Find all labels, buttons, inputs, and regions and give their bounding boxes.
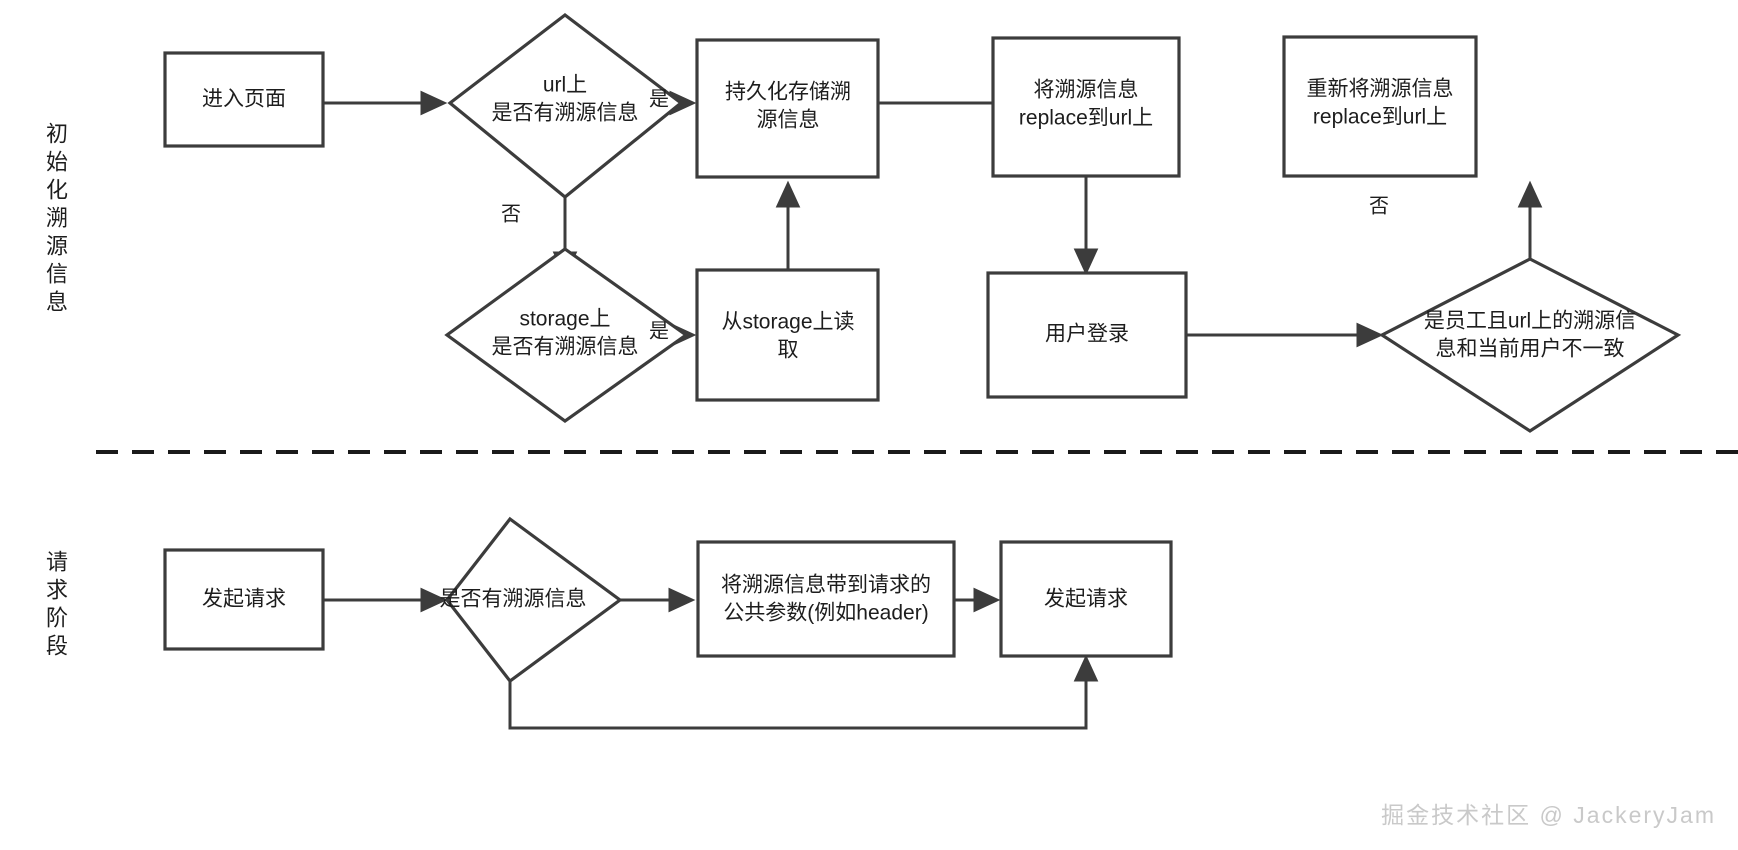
node-replace-to-url-label-2: replace到url上 bbox=[1019, 107, 1153, 130]
node-read-storage-label-1: 从storage上读 bbox=[721, 311, 854, 334]
node-attach-params[interactable]: 将溯源信息带到请求的 公共参数(例如header) bbox=[696, 540, 956, 658]
node-enter-page-label: 进入页面 bbox=[202, 88, 286, 111]
node-staff-mismatch-label-1: 是员工且url上的溯源信 bbox=[1424, 310, 1636, 333]
watermark: 掘金技术社区 @ JackeryJam bbox=[1381, 802, 1716, 828]
node-re-replace-to-url-label-1: 重新将溯源信息 bbox=[1307, 78, 1454, 101]
node-re-replace-to-url[interactable]: 重新将溯源信息 replace到url上 bbox=[1282, 35, 1478, 178]
node-read-storage-label-2: 取 bbox=[778, 339, 799, 362]
node-url-has-info-label-1: url上 bbox=[543, 74, 587, 97]
node-read-storage[interactable]: 从storage上读 取 bbox=[695, 268, 880, 402]
node-send-request-2-label: 发起请求 bbox=[1044, 588, 1128, 611]
node-enter-page[interactable]: 进入页面 bbox=[163, 51, 325, 148]
node-persist-info-label-2: 源信息 bbox=[757, 109, 820, 132]
node-send-request-1-label: 发起请求 bbox=[202, 588, 286, 611]
node-send-request-1[interactable]: 发起请求 bbox=[163, 548, 325, 651]
edge-check-no-loop bbox=[508, 654, 1099, 730]
node-replace-to-url-label-1: 将溯源信息 bbox=[1034, 79, 1139, 102]
lane-title-request: 请求阶段 bbox=[43, 550, 68, 662]
edge-label-url-no: 否 bbox=[501, 203, 521, 225]
lane-title-init: 初始化溯源信息 bbox=[43, 122, 68, 318]
node-re-replace-to-url-label-2: replace到url上 bbox=[1313, 106, 1447, 129]
node-storage-has-info[interactable]: storage上 是否有溯源信息 bbox=[444, 247, 689, 423]
node-user-login[interactable]: 用户登录 bbox=[986, 271, 1188, 399]
node-persist-info-label-1: 持久化存储溯 bbox=[725, 81, 851, 104]
node-url-has-info[interactable]: url上 是否有溯源信息 bbox=[447, 12, 684, 200]
node-send-request-2[interactable]: 发起请求 bbox=[999, 540, 1173, 658]
edge-label-url-yes: 是 bbox=[649, 88, 669, 110]
node-storage-has-info-label-1: storage上 bbox=[519, 308, 610, 331]
node-req-has-info[interactable]: 是否有溯源信息 bbox=[440, 516, 623, 684]
node-url-has-info-label-2: 是否有溯源信息 bbox=[492, 102, 639, 125]
node-attach-params-label-2: 公共参数(例如header) bbox=[723, 602, 928, 625]
node-storage-has-info-label-2: 是否有溯源信息 bbox=[492, 336, 639, 359]
edge-label-staff-no: 否 bbox=[1369, 195, 1389, 217]
node-replace-to-url[interactable]: 将溯源信息 replace到url上 bbox=[991, 36, 1181, 178]
node-req-has-info-label: 是否有溯源信息 bbox=[440, 588, 587, 611]
edge-label-storage-yes: 是 bbox=[649, 320, 669, 342]
node-persist-info[interactable]: 持久化存储溯 源信息 bbox=[695, 38, 880, 179]
node-staff-mismatch-label-2: 息和当前用户不一致 bbox=[1436, 338, 1625, 361]
node-user-login-label: 用户登录 bbox=[1045, 323, 1129, 346]
node-attach-params-label-1: 将溯源信息带到请求的 bbox=[721, 574, 931, 597]
node-staff-mismatch[interactable]: 是员工且url上的溯源信 息和当前用户不一致 bbox=[1378, 257, 1682, 433]
